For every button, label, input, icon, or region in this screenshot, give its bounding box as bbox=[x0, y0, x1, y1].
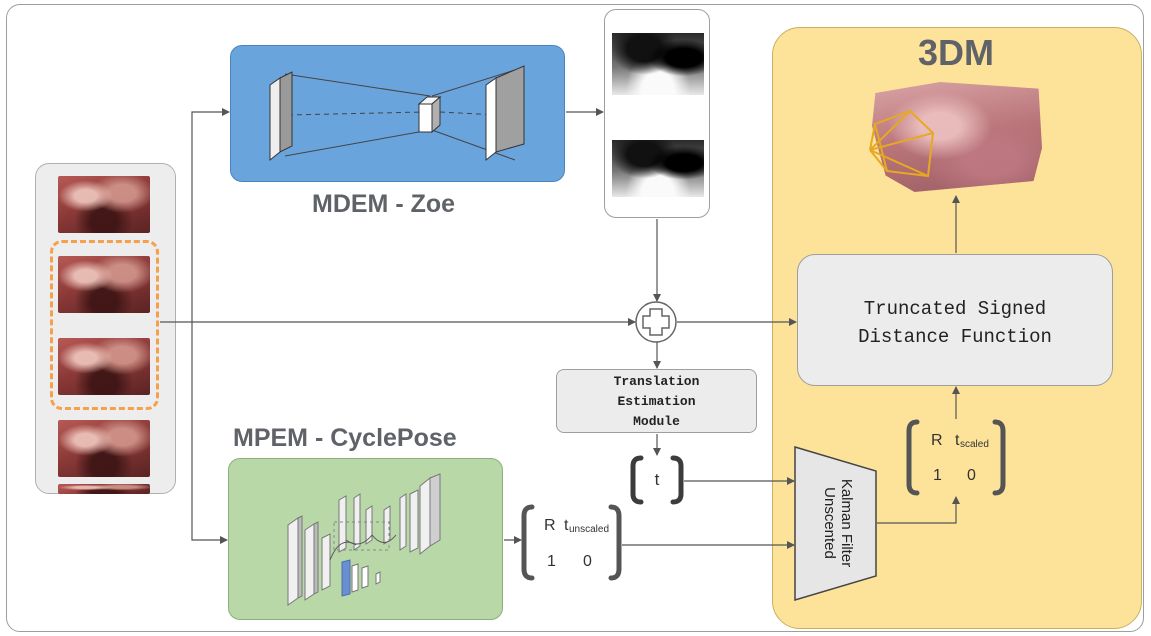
fusion-plus-icon bbox=[635, 301, 677, 343]
cyclepose-network bbox=[287, 473, 441, 606]
input-frame-1 bbox=[58, 176, 150, 233]
input-frame-4 bbox=[58, 420, 150, 477]
mdem-title: MDEM - Zoe bbox=[312, 190, 456, 218]
matrix-unscaled-brackets bbox=[521, 504, 622, 581]
ukf-block bbox=[794, 445, 877, 602]
matrix-unscaled-t: t bbox=[564, 517, 569, 534]
tdm-title: 3DM bbox=[918, 32, 995, 73]
tem-line1: Translation bbox=[613, 374, 700, 389]
input-frame-2 bbox=[58, 256, 150, 313]
tem-box bbox=[556, 369, 757, 433]
matrix-scaled-one: 1 bbox=[933, 467, 942, 484]
input-frame-5 bbox=[58, 484, 150, 494]
t-vector-brackets bbox=[630, 455, 684, 505]
selected-frames-highlight bbox=[50, 240, 159, 410]
reconstruction-3d-model bbox=[872, 82, 1042, 192]
t-vector-symbol: t bbox=[654, 470, 660, 489]
matrix-scaled-t: t bbox=[955, 432, 960, 449]
matrix-unscaled-t-sub: unscaled bbox=[569, 524, 610, 535]
matrix-scaled-t-sub: scaled bbox=[960, 439, 989, 450]
matrix-scaled-brackets bbox=[906, 419, 1006, 496]
ukf-label: Unscented Kalman Filter bbox=[821, 479, 855, 567]
depth-map-2 bbox=[612, 140, 704, 197]
input-frame-3 bbox=[58, 338, 150, 395]
mpem-box bbox=[228, 458, 503, 620]
tsdf-box bbox=[797, 254, 1113, 386]
matrix-unscaled-one: 1 bbox=[547, 553, 556, 570]
tem-line3: Module bbox=[633, 414, 680, 429]
ukf-line2: Kalman Filter bbox=[838, 479, 855, 567]
matrix-scaled-zero: 0 bbox=[967, 467, 976, 484]
matrix-unscaled-r: R bbox=[544, 517, 556, 534]
tsdf-line1: Truncated Signed bbox=[863, 298, 1047, 320]
encoder-decoder-network bbox=[284, 69, 516, 161]
matrix-scaled-r: R bbox=[931, 432, 943, 449]
matrix-unscaled-zero: 0 bbox=[583, 553, 592, 570]
tsdf-line2: Distance Function bbox=[858, 326, 1052, 348]
ukf-line1: Unscented bbox=[821, 487, 838, 559]
encoder-block bbox=[269, 65, 525, 162]
mpem-title: MPEM - CyclePose bbox=[233, 424, 457, 452]
depth-map-1 bbox=[612, 33, 704, 95]
diagram-frame bbox=[6, 4, 1144, 632]
tem-line2: Estimation bbox=[617, 394, 696, 409]
camera-frustum-icon bbox=[869, 109, 935, 178]
arrows bbox=[160, 108, 960, 549]
